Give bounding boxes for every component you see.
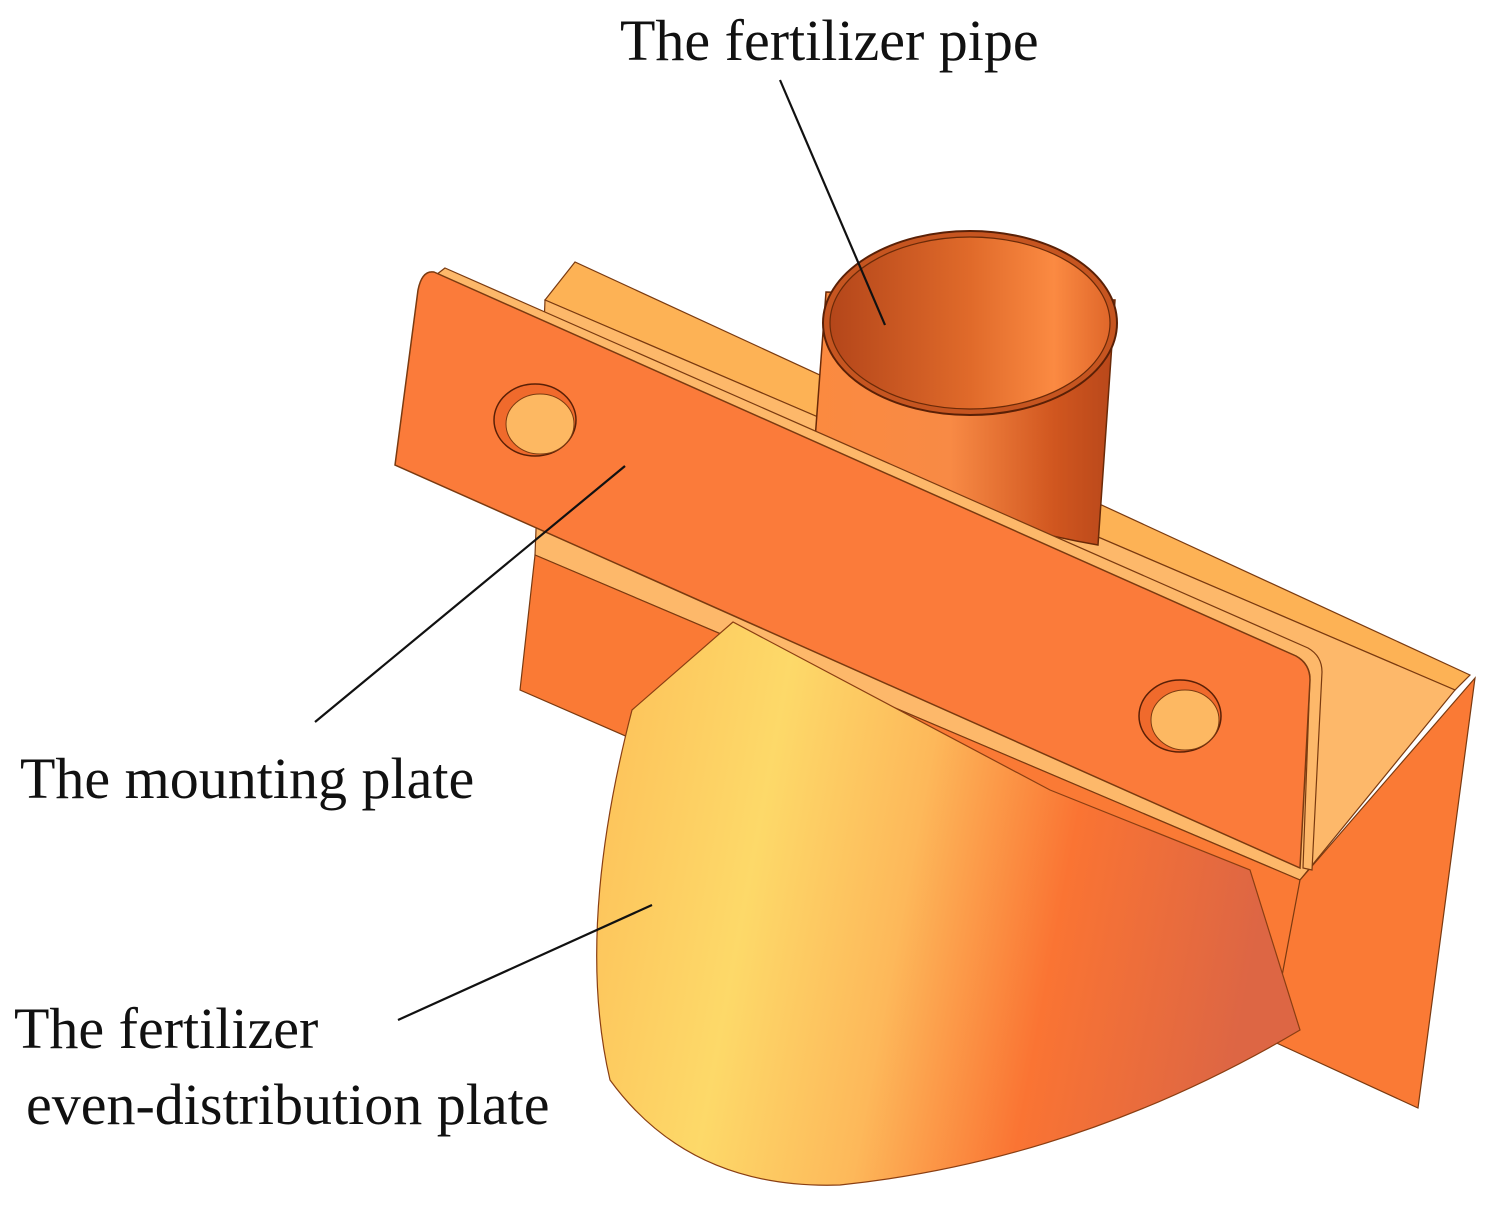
leader-line-distribution-plate [397,903,653,1022]
pipe-opening [829,236,1111,410]
mounting-plate-face [394,271,1311,870]
mounting-plate [394,267,1323,871]
leader-lines [314,79,887,1022]
label-mounting-plate: The mounting plate [20,746,475,811]
label-distribution-plate-line2: even-distribution plate [26,1072,550,1137]
distribution-plate [596,621,1301,1186]
mounting-hole-right [1138,679,1222,753]
leader-line-mounting-plate [314,465,626,723]
distribution-plate-surface [596,621,1301,1186]
label-fertilizer-pipe: The fertilizer pipe [620,8,1039,73]
mounting-hole-left [493,383,577,457]
label-distribution-plate-line1: The fertilizer [14,996,319,1061]
fertilizer-pipe [814,230,1118,546]
leader-line-pipe [778,79,887,326]
